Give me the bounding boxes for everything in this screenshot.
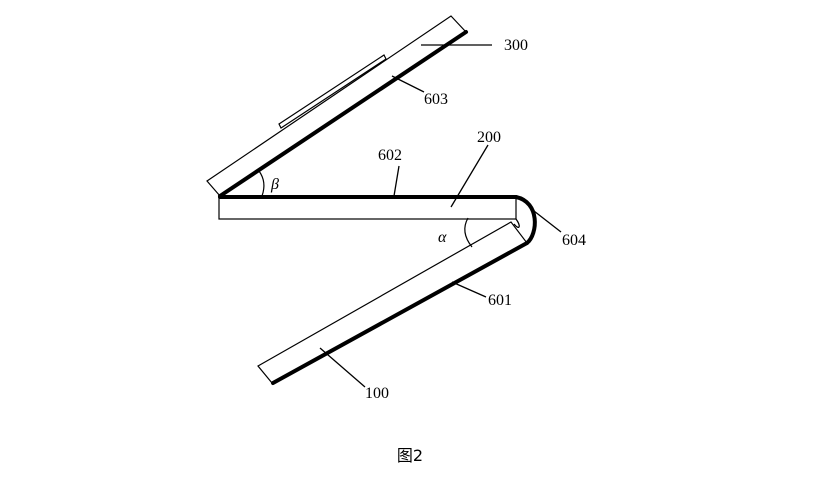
label-603: 603 bbox=[424, 91, 448, 108]
panel-200 bbox=[218, 195, 518, 220]
angle-alpha-arc bbox=[464, 217, 473, 248]
label-604: 604 bbox=[562, 232, 586, 249]
leader-604 bbox=[533, 210, 562, 233]
angle-beta-arc bbox=[258, 170, 265, 197]
label-300: 300 bbox=[504, 37, 528, 54]
panel-200-body bbox=[218, 196, 517, 220]
leader-601 bbox=[451, 281, 487, 298]
panel-100 bbox=[257, 221, 529, 385]
leader-603 bbox=[391, 75, 425, 93]
leader-602 bbox=[393, 165, 400, 197]
label-601: 601 bbox=[488, 292, 512, 309]
label-200: 200 bbox=[477, 129, 501, 146]
leader-100 bbox=[319, 347, 366, 388]
panel-300 bbox=[206, 15, 468, 198]
panel-300-component bbox=[278, 54, 387, 129]
bend-604 bbox=[514, 195, 537, 245]
layer-603 bbox=[218, 30, 468, 198]
label-100: 100 bbox=[365, 385, 389, 402]
leader-200 bbox=[450, 144, 489, 208]
panel-100-body bbox=[257, 221, 528, 384]
label-angle-alpha: α bbox=[438, 229, 447, 246]
bend-inner-edge bbox=[513, 218, 520, 228]
label-angle-beta: β bbox=[270, 176, 279, 193]
layer-601 bbox=[271, 241, 529, 385]
figure-caption: 图2 bbox=[396, 446, 424, 465]
label-602: 602 bbox=[378, 147, 402, 164]
